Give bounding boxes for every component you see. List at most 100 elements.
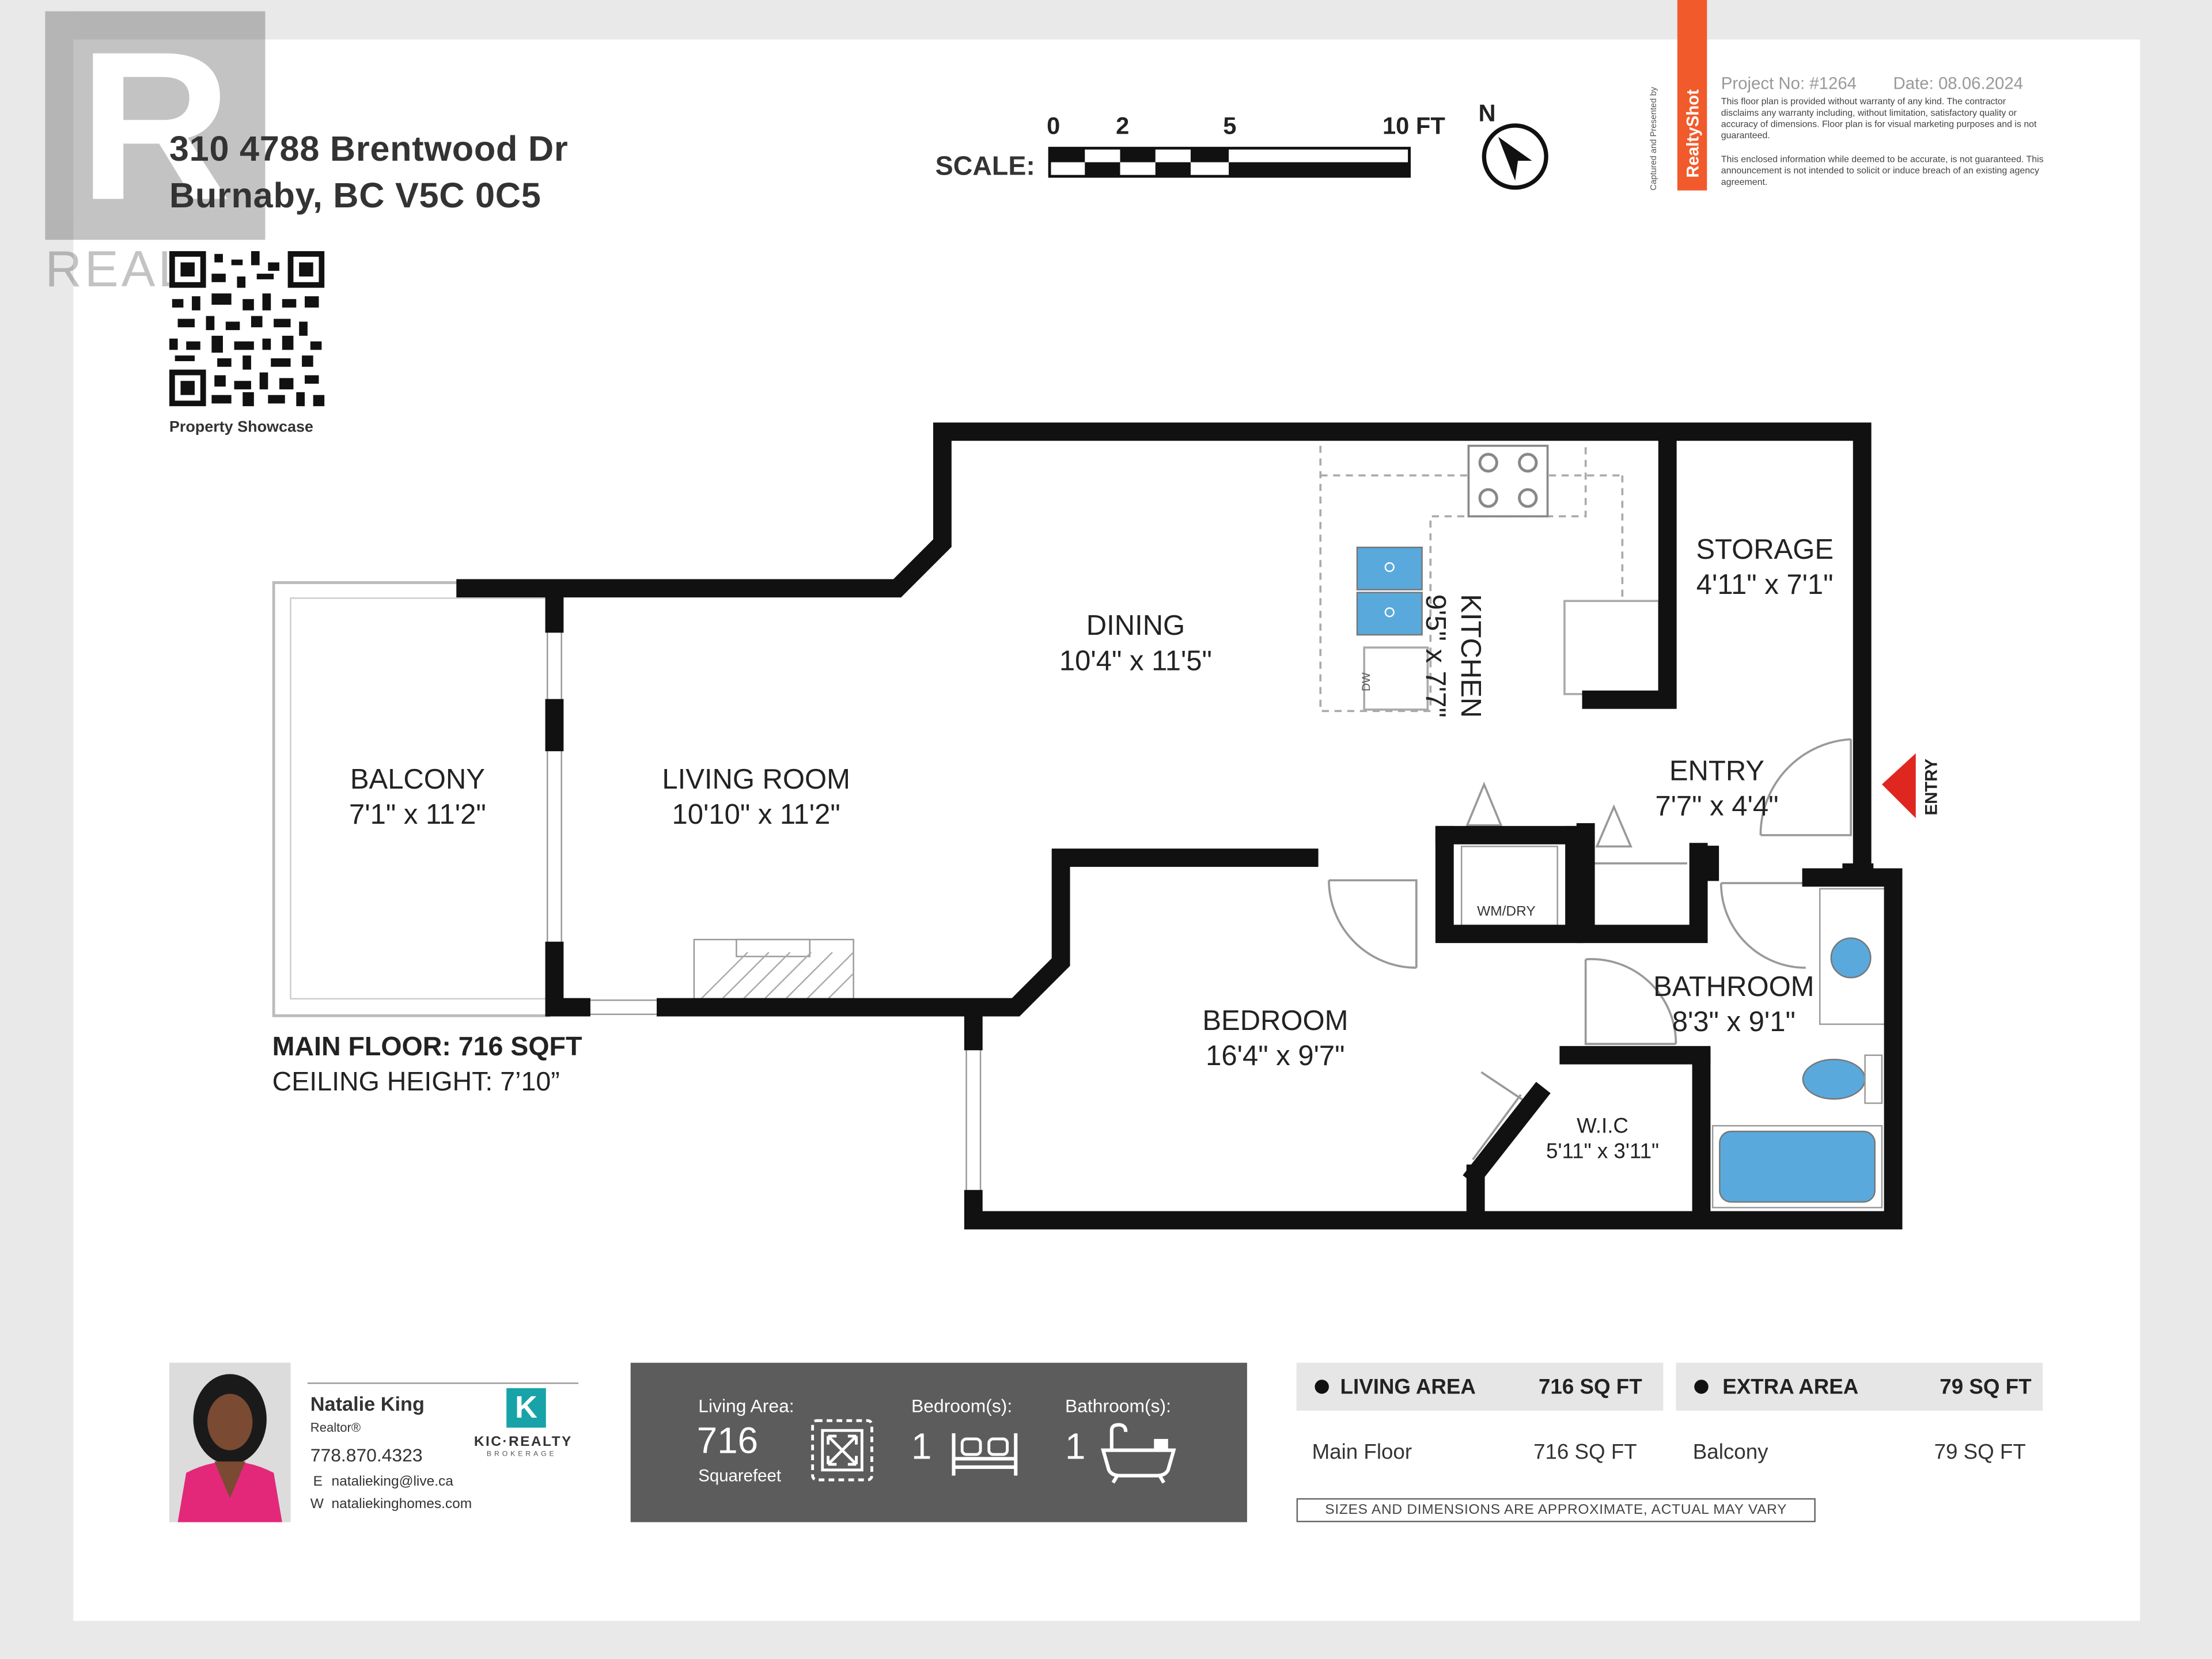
agent-title: Realtor® (310, 1421, 361, 1435)
entry-dims: 7'7" x 4'4" (1655, 791, 1779, 823)
living-area-total: 716 SQ FT (1538, 1375, 1642, 1400)
sheet-background (73, 39, 2141, 1621)
agent-web-prefix: W (310, 1497, 324, 1513)
dining-name: DINING (1086, 611, 1185, 642)
living-room-name: LIVING ROOM (662, 764, 850, 796)
dishwasher-label: DW (1359, 672, 1373, 692)
sliding-door (546, 623, 562, 952)
living-area-unit: Squarefeet (698, 1465, 782, 1486)
brokerage-logo: K (506, 1388, 546, 1428)
address-line1: 310 4788 Brentwood Dr (169, 130, 569, 169)
brand-disclaimer-1: This floor plan is provided without warr… (1721, 97, 2037, 141)
main-floor-row-name: Main Floor (1312, 1440, 1412, 1465)
wall-caps (1842, 863, 1874, 878)
bathroom-label: BATHROOM 8'3" x 9'1" (1642, 971, 1825, 1041)
brand-project-number: Project No: #1264 (1721, 73, 1857, 93)
extra-area-bullet (1694, 1380, 1709, 1394)
living-area-label: Living Area: (698, 1395, 794, 1416)
wic-dims: 5'11" x 3'11" (1546, 1139, 1660, 1164)
living-area-bullet (1315, 1380, 1329, 1394)
agent-website[interactable]: nataliekinghomes.com (331, 1497, 472, 1513)
brand-disclaimer-2: This enclosed information while deemed t… (1721, 155, 2044, 188)
agent-email-prefix: E (313, 1474, 323, 1490)
agent-phone[interactable]: 778.870.4323 (310, 1444, 423, 1466)
balcony-row-value: 79 SQ FT (1934, 1440, 2026, 1465)
agent-avatar-graphic (169, 1362, 291, 1522)
living-room-label: LIVING ROOM 10'10" x 11'2" (629, 763, 883, 834)
bathrooms-label: Bathroom(s): (1065, 1395, 1172, 1416)
property-stats-panel: Living Area: 716 Squarefeet Bedroom(s): … (630, 1362, 1247, 1522)
door-swings (1328, 738, 1852, 1161)
dining-label: DINING 10'4" x 11'5" (1023, 609, 1249, 680)
laundry-closet (1460, 781, 1688, 926)
bathroom-fixtures (1711, 888, 1886, 1209)
main-floor-row-value: 716 SQ FT (1533, 1440, 1637, 1465)
bedrooms-label: Bedroom(s): (911, 1395, 1013, 1416)
kitchen-dims: 9'5" x 7'7" (1419, 594, 1450, 718)
living-window (580, 999, 667, 1016)
agent-name: Natalie King (310, 1392, 425, 1415)
entry-arrow-icon (1881, 753, 1916, 819)
living-area-title: LIVING AREA (1340, 1375, 1476, 1400)
scale-tick-10: 10 FT (1382, 112, 1445, 140)
expand-icon (811, 1419, 873, 1482)
extra-area-total: 79 SQ FT (1940, 1375, 2032, 1400)
brokerage-name: KIC·REALTY (474, 1434, 573, 1450)
bathtub-icon (1101, 1423, 1176, 1484)
walls (456, 422, 1903, 1230)
bathroom-name: BATHROOM (1653, 972, 1815, 1003)
approximate-note: SIZES AND DIMENSIONS ARE APPROXIMATE, AC… (1296, 1498, 1816, 1522)
living-area-value: 716 (696, 1419, 759, 1462)
kitchen-sink-icon (1356, 546, 1423, 636)
storage-dims: 4'11" x 7'1" (1696, 570, 1834, 601)
entry-marker-label: ENTRY (1921, 758, 1941, 816)
extra-area-title: EXTRA AREA (1722, 1375, 1859, 1400)
agent-photo (169, 1362, 291, 1522)
compass-icon (1482, 123, 1548, 190)
laundry-label: WM/DRY (1477, 904, 1536, 920)
agent-email[interactable]: natalieking@live.ca (331, 1474, 453, 1490)
qr-code-graphic (169, 251, 325, 407)
brand-date: Date: 08.06.2024 (1893, 73, 2024, 93)
watermark-letter: R (45, 11, 266, 240)
agent-divider (307, 1382, 579, 1384)
bathrooms-value: 1 (1065, 1425, 1086, 1467)
main-floor-area: MAIN FLOOR: 716 SQFT (272, 1032, 582, 1063)
living-room-dims: 10'10" x 11'2" (672, 800, 840, 831)
scale-label: SCALE: (935, 152, 1035, 182)
scale-tick-0: 0 (1047, 112, 1060, 140)
living-area-header: LIVING AREA 716 SQ FT (1296, 1362, 1664, 1411)
address-line2: Burnaby, BC V5C 0C5 (169, 176, 541, 216)
balcony-dims: 7'1" x 11'2" (349, 800, 486, 831)
brokerage-sub: BROKERAGE (486, 1450, 557, 1459)
dining-dims: 10'4" x 11'5" (1059, 646, 1212, 677)
bedroom-label: BEDROOM 16'4" x 9'7" (1162, 1005, 1388, 1075)
entry-label: ENTRY 7'7" x 4'4" (1625, 755, 1808, 825)
qr-code[interactable] (169, 251, 325, 407)
balcony-label: BALCONY 7'1" x 11'2" (319, 763, 516, 834)
compass-north-label: N (1478, 100, 1496, 127)
scale-tick-2: 2 (1116, 112, 1130, 140)
bedroom-name: BEDROOM (1202, 1006, 1349, 1037)
bed-icon (952, 1433, 1018, 1476)
bedrooms-value: 1 (911, 1425, 932, 1467)
bathroom-dims: 8'3" x 9'1" (1672, 1007, 1796, 1039)
wic-name: W.I.C (1577, 1114, 1628, 1139)
kitchen-label: KITCHEN 9'5" x 7'7" (1416, 578, 1487, 733)
ceiling-height: CEILING HEIGHT: 7’10” (272, 1067, 560, 1098)
stove-icon (1467, 445, 1549, 518)
realtor-watermark: R REALT (45, 11, 266, 300)
balcony-name: BALCONY (350, 764, 485, 796)
extra-area-header: EXTRA AREA 79 SQ FT (1676, 1362, 2043, 1411)
scale-bar (1048, 146, 1411, 178)
kitchen-name: KITCHEN (1454, 594, 1486, 718)
address-block: 310 4788 Brentwood Dr Burnaby, BC V5C 0C… (169, 127, 569, 220)
storage-name: STORAGE (1696, 535, 1834, 566)
wic-label: W.I.C 5'11" x 3'11" (1524, 1115, 1681, 1165)
qr-caption: Property Showcase (169, 419, 313, 436)
entry-name: ENTRY (1669, 756, 1764, 787)
bedroom-dims: 16'4" x 9'7" (1206, 1041, 1345, 1073)
storage-label: STORAGE 4'11" x 7'1" (1673, 533, 1857, 604)
